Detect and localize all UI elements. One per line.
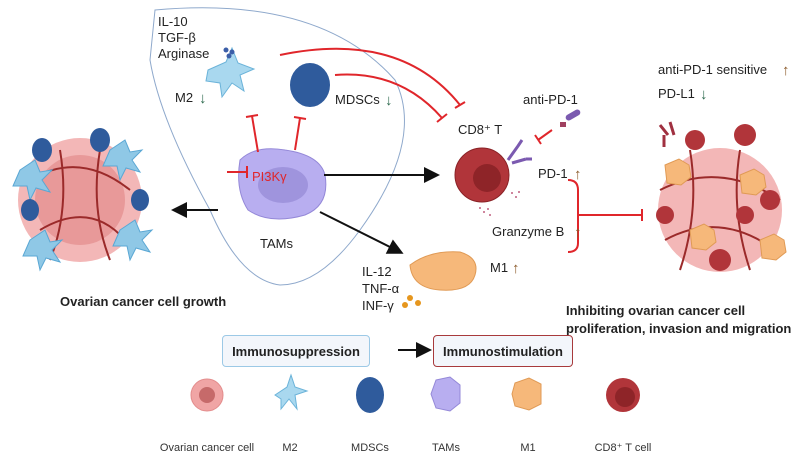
tumor-mass-left [12,128,154,272]
pi3k-label: PI3Kγ [252,169,287,184]
cd8-label: CD8⁺ T [458,122,502,137]
inhibition-lines [227,47,643,253]
immunosuppression-box: Immunosuppression [222,335,370,367]
arginase-dots [223,47,235,59]
sensitivity-label: anti-PD-1 sensitive [658,62,767,77]
cytokine-il10: IL-10 [158,14,188,29]
legend-mdscs: MDSCs [351,442,389,454]
cytokine-arginase: Arginase [158,46,209,61]
legend-icons [190,373,640,413]
tumor-mass-right [656,121,787,272]
pdl1-down-arrow-icon: ↓ [700,86,708,103]
legend-m1: M1 [520,442,535,454]
m1-cell [409,251,477,291]
mdscs-label: MDSCs [335,92,380,107]
cytokine-il12: IL-12 [362,264,392,279]
pd1-label: PD-1 [538,166,568,181]
mdscs-down-arrow-icon: ↓ [385,92,393,109]
m1-cytokine-dots [402,295,421,308]
legend-tams: TAMs [432,442,460,454]
tam-region-outline [149,7,405,286]
granzyme-particles [479,191,520,216]
m2-label: M2 [175,90,193,105]
m1-up-arrow-icon: ↑ [512,260,520,277]
legend-m2: M2 [282,442,297,454]
inhibition-outcome-line1: Inhibiting ovarian cancer cell [566,303,745,318]
legend-ovarian-cancer-cell: Ovarian cancer cell [160,442,254,454]
pdl1-label: PD-L1 [658,86,695,101]
granzyme-up-arrow-icon: ↑ [574,224,582,241]
pd1-receptor [506,139,532,165]
cd8-nucleus [473,164,501,192]
anti-pd1-antibody [560,109,581,127]
sensitivity-up-arrow-icon: ↑ [782,62,790,79]
arrow-tam-to-m1 [319,211,404,254]
immunostimulation-box: Immunostimulation [433,335,573,367]
mdsc-cell [290,63,330,107]
m1-label: M1 [490,260,508,275]
anti-pd1-label: anti-PD-1 [523,92,578,107]
cytokine-tgfb: TGF-β [158,30,196,45]
cytokine-tnfa: TNF-α [362,281,400,296]
cytokine-infg: INF-γ [362,298,394,313]
granzyme-label: Granzyme B [492,224,564,239]
tam-nucleus [258,167,308,203]
m2-down-arrow-icon: ↓ [199,90,207,107]
tams-label: TAMs [260,236,293,251]
inhibition-outcome-line2: proliferation, invasion and migration [566,321,791,336]
legend-cd8-t-cell: CD8⁺ T cell [595,442,652,454]
growth-outcome: Ovarian cancer cell growth [60,294,226,309]
pd1-up-arrow-icon: ↑ [574,166,582,183]
